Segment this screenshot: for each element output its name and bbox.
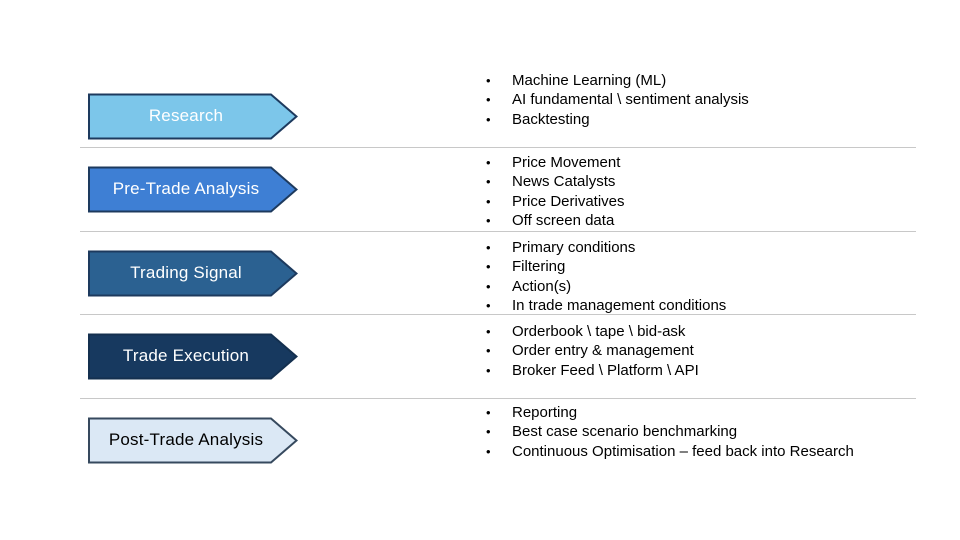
bullet-item: • Price Derivatives (486, 192, 625, 211)
bullet-dot-icon: • (486, 212, 491, 228)
bullet-dot-icon: • (486, 324, 491, 339)
bullet-text: AI fundamental \ sentiment analysis (512, 91, 749, 109)
bullet-list-pre-trade: • Price Movement • News Catalysts • Price D… (486, 153, 625, 230)
bullet-text: News Catalysts (512, 173, 616, 191)
arrow-pentagon-shape (88, 166, 298, 213)
row-divider (80, 231, 916, 232)
arrow-pentagon-shape (88, 93, 298, 140)
stage-arrow-post-trade-analysis: Post-Trade Analysis (88, 417, 298, 464)
bullet-dot-icon: • (486, 193, 491, 209)
arrow-pentagon-icon (88, 250, 298, 297)
bullet-dot-icon: • (486, 362, 491, 378)
bullet-text: Off screen data (512, 211, 615, 229)
bullet-dot-icon: • (486, 174, 491, 190)
arrow-pentagon-icon (88, 166, 298, 213)
bullet-item: • News Catalysts (486, 172, 625, 191)
bullet-text: Price Derivatives (512, 192, 625, 210)
bullet-text: Primary conditions (512, 239, 636, 256)
bullet-text: Backtesting (512, 110, 590, 128)
bullet-text: Action(s) (512, 277, 572, 295)
bullet-dot-icon: • (486, 405, 491, 420)
bullet-text: Filtering (512, 258, 566, 276)
bullet-text: Price Movement (512, 154, 621, 171)
bullet-item: • Order entry & management (486, 341, 699, 360)
stage-label: Pre-Trade Analysis (112, 179, 260, 198)
bullet-text: Best case scenario benchmarking (512, 423, 738, 441)
bullet-dot-icon: • (486, 73, 491, 88)
bullet-dot-icon: • (486, 343, 491, 359)
arrow-pentagon-shape (88, 417, 298, 464)
stage-label: Trade Execution (122, 346, 250, 365)
arrow-pentagon-shape (88, 250, 298, 297)
bullet-text: Reporting (512, 404, 578, 421)
bullet-item: • Orderbook \ tape \ bid-ask (486, 322, 699, 341)
bullet-item: • Action(s) (486, 277, 726, 296)
bullet-dot-icon: • (486, 297, 491, 313)
stage-label: Trading Signal (130, 263, 242, 282)
arrow-pentagon-icon (88, 333, 298, 380)
bullet-list-trading-signal: • Primary conditions • Filtering • Action(s… (486, 238, 726, 315)
row-divider (80, 314, 916, 315)
bullet-item: • Reporting (486, 403, 854, 422)
stage-arrow-trading-signal: Trading Signal (88, 250, 298, 297)
bullet-item: • Best case scenario benchmarking (486, 422, 854, 441)
bullet-dot-icon: • (486, 278, 491, 294)
arrow-pentagon-icon (88, 93, 298, 140)
arrow-pentagon-icon (88, 417, 298, 464)
bullet-item: • Filtering (486, 257, 726, 276)
bullet-item: • Backtesting (486, 110, 749, 129)
bullet-dot-icon: • (486, 155, 491, 170)
row-divider (80, 398, 916, 399)
bullet-item: • AI fundamental \ sentiment analysis (486, 90, 749, 109)
bullet-item: • Broker Feed \ Platform \ API (486, 361, 699, 380)
bullet-item: • Continuous Optimisation – feed back int… (486, 442, 854, 461)
bullet-list-trade-execution: • Orderbook \ tape \ bid-ask • Order entry… (486, 322, 699, 380)
bullet-dot-icon: • (486, 92, 491, 108)
bullet-text: In trade management conditions (512, 296, 727, 314)
stage-arrow-pre-trade-analysis: Pre-Trade Analysis (88, 166, 298, 213)
bullet-item: • Price Movement (486, 153, 625, 172)
bullet-dot-icon: • (486, 443, 491, 459)
stage-label: Research (148, 106, 224, 125)
row-divider (80, 147, 916, 148)
bullet-text: Order entry & management (512, 342, 694, 360)
bullet-text: Continuous Optimisation – feed back into… (512, 442, 854, 460)
arrow-pentagon-shape (88, 333, 298, 380)
bullet-item: • Off screen data (486, 211, 625, 230)
bullet-text: Machine Learning (ML) (512, 72, 667, 89)
stage-label: Post-Trade Analysis (108, 430, 264, 449)
bullet-item: • Machine Learning (ML) (486, 71, 749, 90)
bullet-dot-icon: • (486, 259, 491, 275)
bullet-dot-icon: • (486, 240, 491, 255)
bullet-dot-icon: • (486, 424, 491, 440)
stage-arrow-trade-execution: Trade Execution (88, 333, 298, 380)
bullet-list-research: • Machine Learning (ML) • AI fundamental \… (486, 71, 749, 129)
bullet-dot-icon: • (486, 111, 491, 127)
bullet-text: Orderbook \ tape \ bid-ask (512, 323, 686, 340)
bullet-text: Broker Feed \ Platform \ API (512, 361, 699, 379)
bullet-list-post-trade: • Reporting • Best case scenario benchmark… (486, 403, 854, 461)
stage-arrow-research: Research (88, 93, 298, 140)
bullet-item: • Primary conditions (486, 238, 726, 257)
bullet-item: • In trade management conditions (486, 296, 726, 315)
